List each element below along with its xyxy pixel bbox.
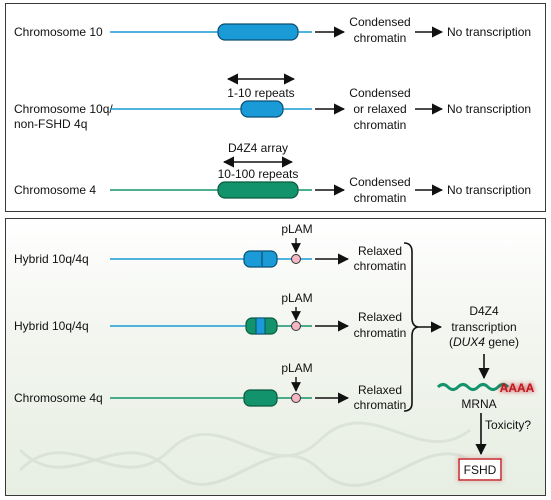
result-line-1: Relaxed [358, 244, 402, 258]
row-chromosome-4q: pLAM Chromosome 4q Relaxed chromatin [14, 361, 406, 412]
plam-site [291, 393, 301, 403]
row-chromosome-10: Chromosome 10 Condensed chromatin No tra… [14, 15, 531, 45]
row-label: Chromosome 10 [14, 25, 103, 39]
row-label: Hybrid 10q/4q [14, 319, 89, 333]
result-line-2: chromatin [354, 191, 407, 205]
fshd-box [458, 458, 502, 481]
row-hybrid-a: pLAM Hybrid 10q/4q Relaxed chromatin [14, 222, 406, 273]
row-label: Chromosome 4q [14, 391, 103, 405]
result-line-3: chromatin [354, 118, 407, 132]
transcription-line-3: (DUX4 gene) [449, 335, 519, 349]
range-label: 10-100 repeats [218, 167, 299, 181]
mrna-label: MRNA [461, 397, 496, 411]
mrna-strand [436, 383, 510, 391]
transcription-line-1: D4Z4 [469, 304, 499, 318]
toxicity-label: Toxicity? [485, 418, 531, 432]
array-label: D4Z4 array [228, 141, 288, 155]
d4z4-array [217, 23, 299, 41]
result-line-2: chromatin [354, 398, 407, 412]
d4z4-hybrid-unit [255, 317, 266, 335]
plam-label: pLAM [281, 291, 312, 305]
result-line-2: chromatin [354, 259, 407, 273]
row-label: Chromosome 4 [14, 183, 96, 197]
outcome: No transcription [447, 25, 531, 39]
row-label: Hybrid 10q/4q [14, 252, 89, 266]
row-label-line-2: non-FSHD 4q [14, 117, 87, 131]
plam-label: pLAM [281, 361, 312, 375]
outcome: No transcription [447, 183, 531, 197]
row-chromosome-4: D4Z4 array 10-100 repeats Chromosome 4 C… [14, 141, 531, 205]
fshd-label: FSHD [464, 463, 497, 477]
polya-tail: AAAA [500, 381, 535, 395]
result-line-1: Condensed [349, 86, 410, 100]
d4z4-array [243, 250, 278, 268]
result-line-1: Condensed [349, 175, 410, 189]
range-label: 1-10 repeats [227, 86, 294, 100]
outcome: No transcription [447, 102, 531, 116]
plam-site [291, 321, 301, 331]
result-line-2: or relaxed [353, 102, 406, 116]
row-label-line-1: Chromosome 10q/ [14, 102, 113, 116]
plam-label: pLAM [281, 222, 312, 236]
result-line-1: Relaxed [358, 310, 402, 324]
d4z4-array [217, 181, 299, 199]
result-line-2: chromatin [354, 31, 407, 45]
dna-background [18, 421, 471, 487]
result-line-1: Condensed [349, 15, 410, 29]
result-line-2: chromatin [354, 326, 407, 340]
result-line-1: Relaxed [358, 383, 402, 397]
d4z4-array [240, 100, 284, 118]
row-chromosome-10q: 1-10 repeats Chromosome 10q/ non-FSHD 4q… [14, 73, 531, 132]
row-hybrid-b: pLAM Hybrid 10q/4q Relaxed chromatin [14, 291, 406, 340]
d4z4-array [243, 389, 278, 407]
plam-site [291, 254, 301, 264]
transcription-line-2: transcription [451, 320, 516, 334]
